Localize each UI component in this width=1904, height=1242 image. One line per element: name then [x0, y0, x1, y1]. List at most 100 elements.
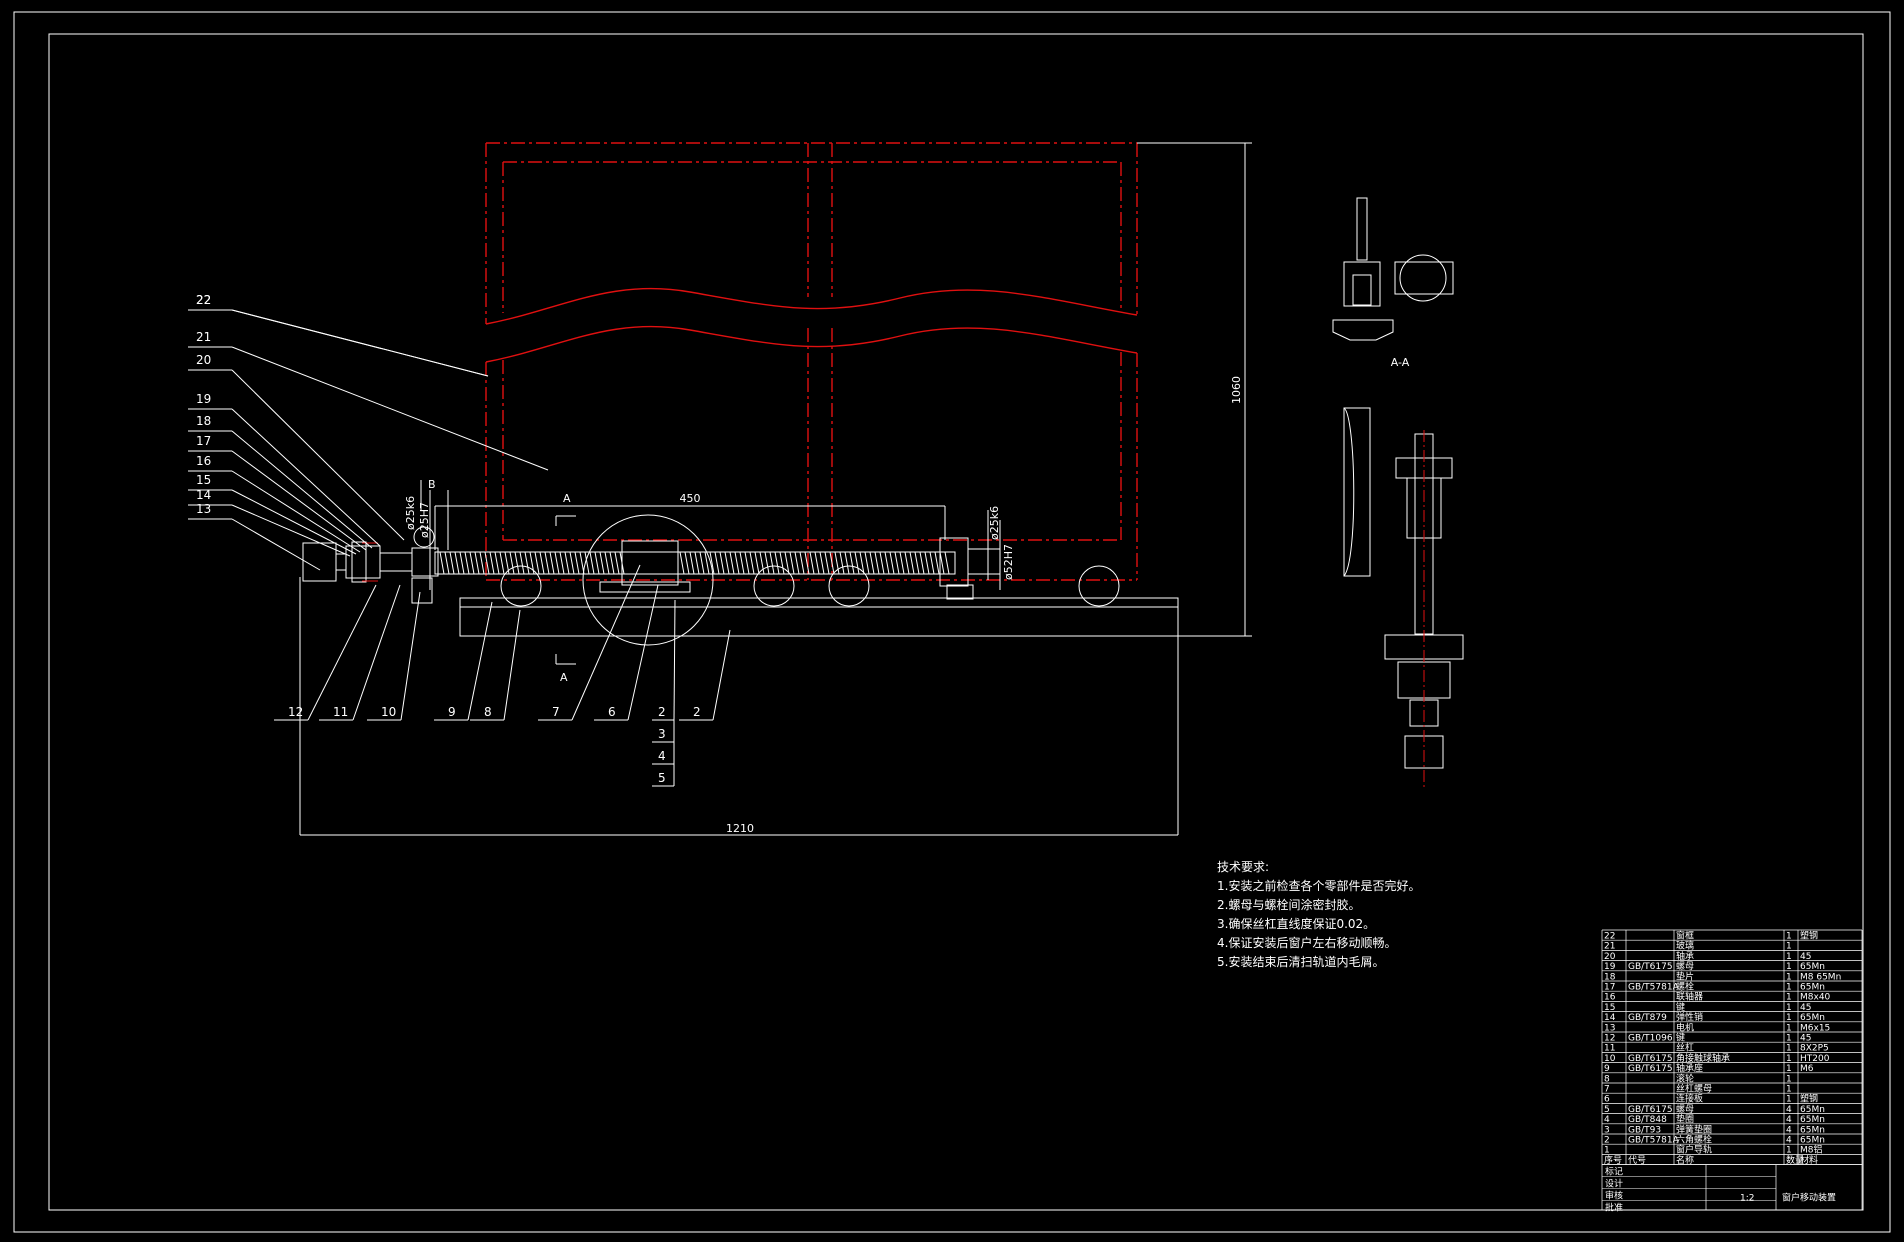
bom-cell: M8 65Mn: [1800, 972, 1841, 982]
title-block-approve: 批准: [1605, 1202, 1623, 1214]
bom-cell: 12: [1604, 1034, 1615, 1044]
dim-phi25H7: ø25H7: [418, 502, 431, 538]
bom-cell: 1: [1786, 1003, 1792, 1013]
bom-cell: GB/T6175: [1628, 1105, 1673, 1115]
dim-1060: 1060: [1230, 376, 1243, 404]
bom-cell: GB/T6175: [1628, 1064, 1673, 1074]
bom-cell: 10: [1604, 1054, 1616, 1064]
title-block-design: 设计: [1605, 1178, 1623, 1190]
bom-cell: 1: [1786, 1054, 1792, 1064]
bom-cell: 窗框: [1676, 930, 1694, 942]
bom-cell: 4: [1604, 1115, 1610, 1125]
notes-title: 技术要求:: [1217, 860, 1269, 874]
balloon-2: 2: [693, 705, 701, 719]
bom-cell: 15: [1604, 1003, 1615, 1013]
dim-phi25k6-b: ø25k6: [988, 506, 1001, 540]
bom-cell: 滚轮: [1676, 1072, 1694, 1084]
bom-cell: 1: [1786, 942, 1792, 952]
bom-cell: 65Mn: [1800, 962, 1825, 972]
balloon-13: 13: [196, 502, 211, 516]
title-block-mark: 标记: [1605, 1166, 1623, 1178]
bom-cell: 65Mn: [1800, 1125, 1825, 1135]
bom-cell: M8x40: [1800, 993, 1831, 1003]
note-4: 4.保证安装后窗户左右移动顺畅。: [1217, 935, 1396, 950]
leader-lines: [188, 309, 731, 787]
bom-cell: 65Mn: [1800, 1136, 1825, 1146]
note-3: 3.确保丝杠直线度保证0.02。: [1217, 916, 1375, 931]
bom-cell: 螺母: [1676, 1104, 1694, 1115]
bom-cell: 4: [1786, 1136, 1792, 1146]
bom-cell: 45: [1800, 1003, 1811, 1013]
dim-phi25k6-a: ø25k6: [404, 496, 417, 530]
bom-cell: GB/T93: [1628, 1125, 1661, 1135]
bom-cell: HT200: [1800, 1054, 1830, 1064]
bom-cell: 代号: [1628, 1155, 1646, 1166]
bom-cell: 65Mn: [1800, 983, 1825, 993]
balloon-3: 3: [658, 727, 666, 741]
balloon-20: 20: [196, 353, 211, 367]
bom-cell: 65Mn: [1800, 1013, 1825, 1023]
bom-cell: 键: [1676, 1001, 1685, 1013]
bom-cell: 1: [1786, 1013, 1792, 1023]
bom-cell: 19: [1604, 962, 1616, 972]
lead-screw: [434, 514, 1001, 646]
bom-cell: 丝杠螺母: [1676, 1083, 1712, 1095]
bom-cell: 序号: [1604, 1154, 1622, 1166]
bom-cell: 8: [1604, 1074, 1610, 1084]
bom-cell: 联轴器: [1676, 991, 1703, 1003]
bom-cell: M6: [1800, 1064, 1814, 1074]
section-mark-b: B: [428, 478, 436, 491]
bom-cell: 45: [1800, 952, 1811, 962]
bom-cell: 17: [1604, 983, 1615, 993]
bom-cell: 弹性销: [1676, 1011, 1703, 1023]
balloon-14: 14: [196, 488, 211, 502]
bom-cell: 9: [1604, 1064, 1610, 1074]
rollers: [500, 565, 1120, 607]
bom-cell: GB/T1096: [1628, 1034, 1673, 1044]
section-mark-a-top: A: [563, 492, 571, 505]
balloon-17: 17: [196, 434, 211, 448]
bom-cell: 7: [1604, 1085, 1610, 1095]
window-frame: [485, 142, 1138, 581]
balloon-22: 22: [196, 293, 211, 307]
bom-cell: 1: [1786, 932, 1792, 942]
balloon-10: 10: [381, 705, 396, 719]
balloon-2: 2: [658, 705, 666, 719]
balloon-22: 22: [196, 293, 211, 307]
section-view-aa: [1332, 197, 1454, 341]
bom-cell: 1: [1786, 1095, 1792, 1105]
bom-cell: 1: [1786, 1034, 1792, 1044]
balloon-12: 12: [288, 705, 303, 719]
bom-cell: 11: [1604, 1044, 1615, 1054]
bom-cell: 垫片: [1676, 970, 1694, 982]
bom-cell: 5: [1604, 1105, 1610, 1115]
bom-cell: GB/T848: [1628, 1115, 1667, 1125]
bom-cell: 4: [1786, 1125, 1792, 1135]
bom-cell: 1: [1786, 1044, 1792, 1054]
bom-cell: 8X2P5: [1800, 1044, 1829, 1054]
balloon-16: 16: [196, 454, 211, 468]
bom-cell: 角接触球轴承: [1676, 1052, 1730, 1064]
bom-cell: GB/T5781A: [1628, 983, 1680, 993]
rail: [299, 577, 1179, 835]
bom-cell: 丝杠: [1676, 1042, 1694, 1054]
title-block-name: 窗户移动装置: [1782, 1192, 1836, 1204]
bom-cell: 21: [1604, 942, 1615, 952]
section-mark-a-bottom: A: [560, 671, 568, 684]
bom-cell: 轴承座: [1676, 1062, 1703, 1074]
bom-cell: 1: [1786, 972, 1792, 982]
bom-cell: 22: [1604, 932, 1615, 942]
dimension-lines: [300, 142, 1252, 836]
bom-cell: 轴承: [1676, 950, 1694, 962]
bom-cell: GB/T879: [1628, 1013, 1667, 1023]
bom-cell: 65Mn: [1800, 1115, 1825, 1125]
note-1: 1.安装之前检查各个零部件是否完好。: [1217, 878, 1420, 893]
bom-cell: GB/T6175: [1628, 962, 1673, 972]
note-5: 5.安装结束后清扫轨道内毛屑。: [1217, 954, 1384, 969]
bom-cell: 1: [1786, 1023, 1792, 1033]
balloon-6: 6: [608, 705, 616, 719]
bom-cell: 1: [1786, 952, 1792, 962]
bom-cell: 16: [1604, 993, 1616, 1003]
bom-cell: 1: [1786, 1064, 1792, 1074]
